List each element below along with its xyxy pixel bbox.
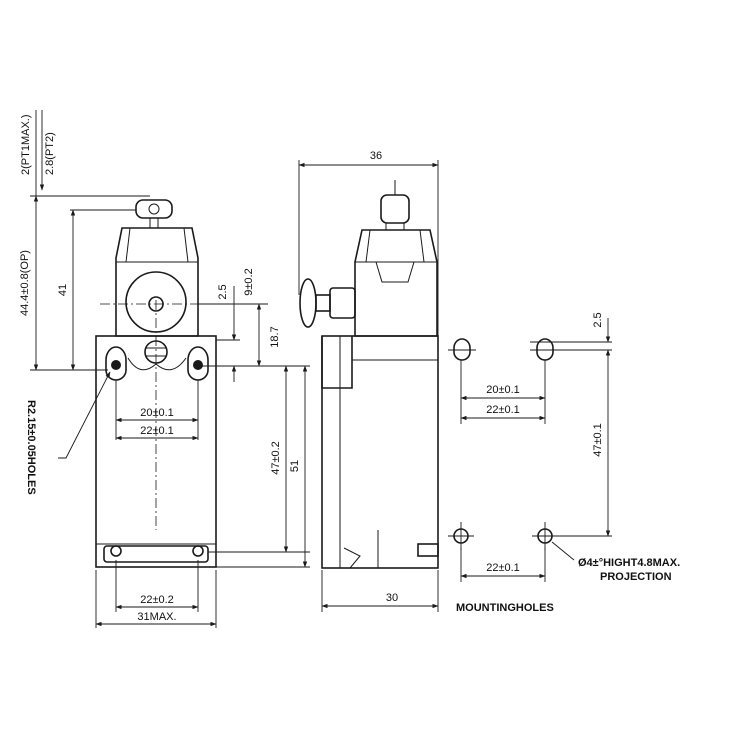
dim-36: 36 bbox=[370, 150, 382, 162]
dim-41: 41 bbox=[57, 284, 69, 296]
dim-op: 44.4±0.8(OP) bbox=[19, 250, 31, 316]
front-roller-pin bbox=[148, 203, 160, 215]
mount-dim-25: 2.5 bbox=[592, 312, 604, 327]
side-dimensions: 36 30 bbox=[298, 150, 439, 612]
side-dial-stem bbox=[315, 294, 331, 312]
dim-2pt1max: 2(PT1MAX.) bbox=[20, 114, 32, 175]
dim-51: 51 bbox=[289, 460, 301, 472]
side-head bbox=[354, 229, 438, 337]
front-slot-right bbox=[187, 346, 209, 381]
front-dimensions: 2(PT1MAX.) 2.8(PT2) 44.4±0.8(OP) 41 2.5 … bbox=[19, 110, 310, 628]
side-tab bbox=[417, 543, 439, 557]
dim-187: 18.7 bbox=[269, 326, 281, 347]
dim-9: 9±0.2 bbox=[243, 268, 255, 295]
mount-dim-22b: 22±0.1 bbox=[486, 562, 520, 574]
side-view bbox=[299, 180, 439, 569]
dim-31max: 31MAX. bbox=[137, 611, 176, 623]
mount-dim-22a: 22±0.1 bbox=[486, 404, 520, 416]
front-roller bbox=[135, 199, 173, 219]
dim-28pt2: 2.8(PT2) bbox=[44, 132, 56, 175]
mount-slot-left bbox=[453, 338, 471, 361]
mounting-holes bbox=[448, 338, 612, 550]
side-roller bbox=[380, 194, 410, 224]
side-dial bbox=[299, 278, 317, 328]
front-bottom-plate bbox=[103, 545, 209, 563]
mount-dim-47: 47±0.1 bbox=[592, 423, 604, 457]
dim-30: 30 bbox=[386, 592, 398, 604]
mount-note-line2: PROJECTION bbox=[600, 571, 672, 583]
dim-22a-front: 22±0.1 bbox=[140, 425, 174, 437]
holes-note: R2.15±0.05HOLES bbox=[25, 400, 37, 495]
dim-25-front: 2.5 bbox=[217, 284, 229, 299]
side-body bbox=[321, 335, 439, 569]
dim-20-front: 20±0.1 bbox=[140, 407, 174, 419]
mount-title: MOUNTINGHOLES bbox=[456, 602, 554, 614]
dim-47-front: 47±0.2 bbox=[270, 441, 282, 475]
front-view bbox=[95, 199, 217, 568]
dim-22b-front: 22±0.2 bbox=[140, 594, 174, 606]
mount-note-line1: Ø4±°HIGHT4.8MAX. bbox=[578, 557, 680, 569]
side-flange bbox=[321, 336, 353, 389]
mount-dim-20: 20±0.1 bbox=[486, 384, 520, 396]
mounting-dimensions: 2.5 20±0.1 22±0.1 47±0.1 22±0.1 Ø4±°HIGH… bbox=[456, 312, 680, 614]
